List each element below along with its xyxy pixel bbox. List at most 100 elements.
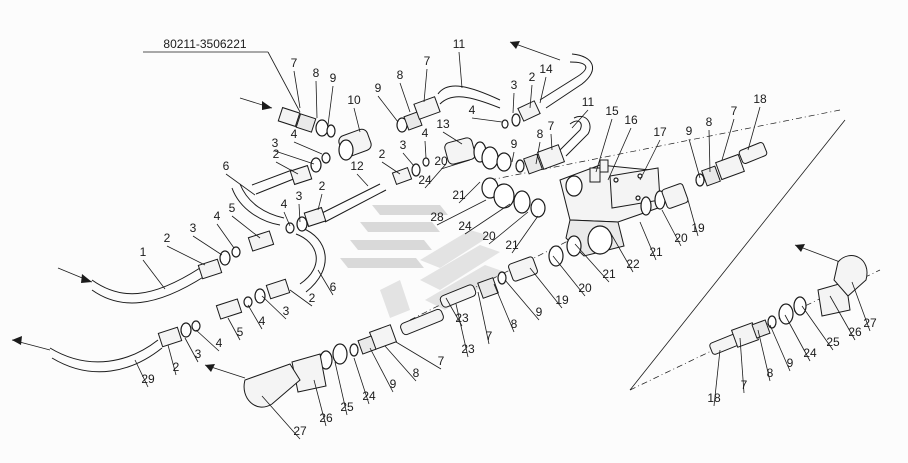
callout-leader xyxy=(275,161,299,175)
callout-label: 9 xyxy=(511,137,518,151)
callout-leader xyxy=(713,349,721,407)
callout-label: 22 xyxy=(626,257,640,271)
callout-leader xyxy=(399,82,411,113)
callout-leader xyxy=(369,347,394,393)
callout-leader xyxy=(227,317,241,341)
callout-label: 8 xyxy=(413,366,420,380)
callout-leader xyxy=(639,139,661,181)
callout-label: 2 xyxy=(379,147,386,161)
callout-leader xyxy=(142,259,166,290)
callout-leader xyxy=(609,231,634,273)
callout-leader xyxy=(293,141,323,155)
callout-leader xyxy=(184,337,199,363)
callout-leader xyxy=(574,243,610,283)
callout-label: 11 xyxy=(582,95,595,109)
callout-label: 3 xyxy=(400,138,407,152)
callout-leader xyxy=(436,199,487,226)
callout-label: 10 xyxy=(347,93,361,107)
callout-label: 24 xyxy=(458,219,472,233)
flow-arrows xyxy=(11,41,841,379)
callout-leader xyxy=(327,85,334,126)
callout-label: 2 xyxy=(319,179,326,193)
callout-leader xyxy=(784,314,811,362)
callout-label: 8 xyxy=(537,127,544,141)
arrow-head-icon xyxy=(81,274,92,283)
callout-label: 4 xyxy=(422,126,429,140)
callout-label: 28 xyxy=(430,210,444,224)
callout-label: 8 xyxy=(767,366,774,380)
callout-label: 24 xyxy=(362,389,376,403)
callout-label: 25 xyxy=(340,400,354,414)
callout-leader xyxy=(639,221,657,261)
callout-label: 9 xyxy=(787,356,794,370)
callout-leader xyxy=(313,379,327,427)
callout-leader xyxy=(166,245,206,266)
callout-label: 21 xyxy=(452,188,466,202)
callout-label: 9 xyxy=(686,124,693,138)
callout-label: 24 xyxy=(418,173,432,187)
callout-label: 25 xyxy=(826,335,840,349)
callout-label: 4 xyxy=(259,314,266,328)
callout-leader xyxy=(445,297,463,327)
callout-leader xyxy=(225,173,256,196)
callout-label: 7 xyxy=(424,54,431,68)
callout-label: 11 xyxy=(453,37,466,51)
callout-leader xyxy=(493,283,515,333)
callout-label: 15 xyxy=(605,104,619,118)
callout-leader xyxy=(535,141,541,165)
arrow-head-icon xyxy=(262,101,272,110)
callout-label: 19 xyxy=(691,221,705,235)
callout-leader xyxy=(261,295,287,320)
callout-leader xyxy=(353,357,370,405)
callout-label: 27 xyxy=(863,316,877,330)
arrow-head-icon xyxy=(795,244,805,252)
callout-label: 21 xyxy=(505,238,519,252)
callout-leader xyxy=(504,279,540,321)
callout-leader xyxy=(384,345,417,382)
callout-leader xyxy=(607,127,632,181)
callout-label: 3 xyxy=(272,136,279,150)
callout-leader xyxy=(289,289,313,307)
callout-label: 8 xyxy=(706,115,713,129)
callout-leader xyxy=(595,118,613,173)
callout-leader xyxy=(283,211,291,227)
callout-label: 4 xyxy=(469,103,476,117)
callout-leader xyxy=(356,173,369,187)
callout-label: 20 xyxy=(482,229,496,243)
callout-leader xyxy=(317,269,334,296)
callout-leader xyxy=(511,215,539,254)
callout-label: 6 xyxy=(330,280,337,294)
callout-leader xyxy=(687,199,699,237)
callout-leader xyxy=(458,181,481,204)
callout-label: 12 xyxy=(350,159,364,173)
callout-label: 5 xyxy=(229,201,236,215)
callout-leader xyxy=(661,209,682,247)
callout-leader xyxy=(261,395,301,440)
callout-leader xyxy=(381,161,401,175)
callout-leader xyxy=(440,159,471,170)
callout-label: 7 xyxy=(548,119,555,133)
callout-leader xyxy=(552,255,586,297)
callout-label: 8 xyxy=(511,317,518,331)
callout-leader xyxy=(424,140,427,159)
callout-leader xyxy=(739,337,745,394)
callout-leader xyxy=(424,163,447,189)
callout-leader xyxy=(801,305,834,351)
arrow-head-icon xyxy=(205,364,215,372)
callout-label: 8 xyxy=(313,66,320,80)
arrow-head-icon xyxy=(510,41,520,49)
callout-label: 2 xyxy=(173,360,180,374)
callout-label: 1 xyxy=(140,245,147,259)
callout-label: 2 xyxy=(309,291,316,305)
callout-label: 14 xyxy=(539,62,553,76)
callout-leader xyxy=(529,84,533,109)
callout-leader xyxy=(471,117,503,123)
callout-label: 4 xyxy=(214,209,221,223)
callout-label: 6 xyxy=(223,159,230,173)
callout-label: 26 xyxy=(319,411,333,425)
callout-leader xyxy=(334,361,348,416)
callout-leader xyxy=(395,341,442,370)
callout-leader xyxy=(402,152,415,167)
callout-leader xyxy=(315,80,318,119)
